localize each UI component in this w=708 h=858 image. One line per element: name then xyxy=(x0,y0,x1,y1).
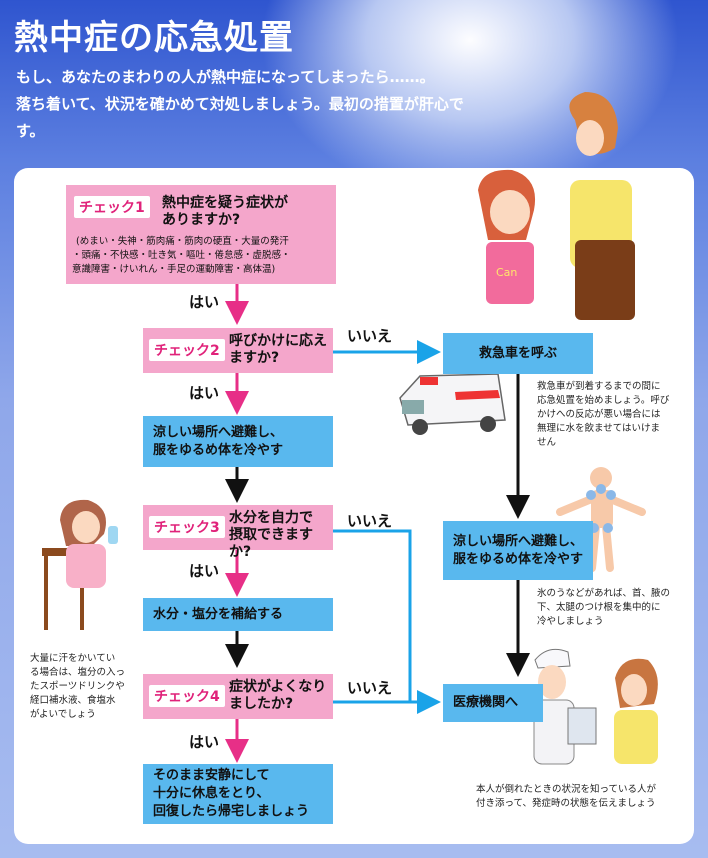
svg-text:Can: Can xyxy=(496,266,517,279)
cool-action-box-2: 涼しい場所へ避難し、服をゆるめ体を冷やす xyxy=(443,521,593,580)
mother-girl-illustration: Can xyxy=(478,92,635,320)
check4-box: チェック4 症状がよくなり ましたか? xyxy=(143,674,333,719)
check4-tag: チェック4 xyxy=(149,685,225,707)
girl-drinking-illustration xyxy=(42,499,118,630)
check3-tag: チェック3 xyxy=(149,516,225,538)
ambulance-illustration xyxy=(399,373,506,435)
no-label: いいえ xyxy=(347,679,393,697)
hospital-action-box: 医療機関へ xyxy=(443,684,543,722)
page-title: 熱中症の応急処置 xyxy=(14,18,294,58)
check1-tag: チェック1 xyxy=(74,196,150,218)
no-label: いいえ xyxy=(347,327,393,345)
arrow-check3-no xyxy=(333,529,412,702)
check2-box: チェック2 呼びかけに応え ますか? xyxy=(143,328,333,373)
intro-line: 落ち着いて、状況を確かめて対処しましょう。最初の措置が肝心で xyxy=(16,95,464,113)
no-arrows xyxy=(333,340,441,714)
ice-note: 氷のうなどがあれば、首、腋の 下、太腿のつけ根を集中的に 冷やしましょう xyxy=(537,588,671,627)
body-figure-illustration xyxy=(556,467,646,572)
yes-label: はい xyxy=(189,384,220,402)
nurse-illustration xyxy=(533,648,658,765)
hospital-note: 本人が倒れたときの状況を知っている人が 付き添って、発症時の状態を伝えましょう xyxy=(476,784,657,809)
yes-label: はい xyxy=(189,733,220,751)
ambulance-note: 救急車が到着するまでの間に 応急処置を始めましょう。呼び かけへの反応が悪い場合… xyxy=(537,381,670,448)
sweat-note: 大量に汗をかいてい る場合は、塩分の入っ たスポーツドリンクや 経口補水液、食塩… xyxy=(30,653,126,720)
yes-label: はい xyxy=(189,293,220,311)
rest-action-box: そのまま安静にして 十分に休息をとり、 回復したら帰宅しましょう xyxy=(143,764,333,824)
intro-line: もし、あなたのまわりの人が熱中症になってしまったら……。 xyxy=(16,68,435,86)
step-arrows xyxy=(225,374,530,677)
intro-line: す。 xyxy=(16,122,45,140)
intro-text: もし、あなたのまわりの人が熱中症になってしまったら……。 落ち着いて、状況を確か… xyxy=(16,64,516,145)
check2-tag: チェック2 xyxy=(149,339,225,361)
check3-question: 水分を自力で 摂取できますか? xyxy=(229,510,313,560)
cool-action-box: 涼しい場所へ避難し、服をゆるめ体を冷やす xyxy=(143,416,333,467)
water-action-box: 水分・塩分を補給する xyxy=(143,598,333,631)
check2-question: 呼びかけに応え ますか? xyxy=(229,333,327,366)
check1-symptoms: (めまい・失神・筋肉痛・筋肉の硬直・大量の発汗 ・頭痛・不快感・吐き気・嘔吐・倦… xyxy=(72,236,291,275)
no-label: いいえ xyxy=(347,512,393,530)
check1-question: 熱中症を疑う症状が ありますか? xyxy=(162,195,288,228)
yes-label: はい xyxy=(189,562,220,580)
check4-question: 症状がよくなり ましたか? xyxy=(229,679,327,712)
check1-box: チェック1 熱中症を疑う症状が ありますか? (めまい・失神・筋肉痛・筋肉の硬直… xyxy=(66,185,336,284)
ambulance-action-box: 救急車を呼ぶ xyxy=(443,333,593,374)
check3-box: チェック3 水分を自力で 摂取できますか? xyxy=(143,505,333,560)
